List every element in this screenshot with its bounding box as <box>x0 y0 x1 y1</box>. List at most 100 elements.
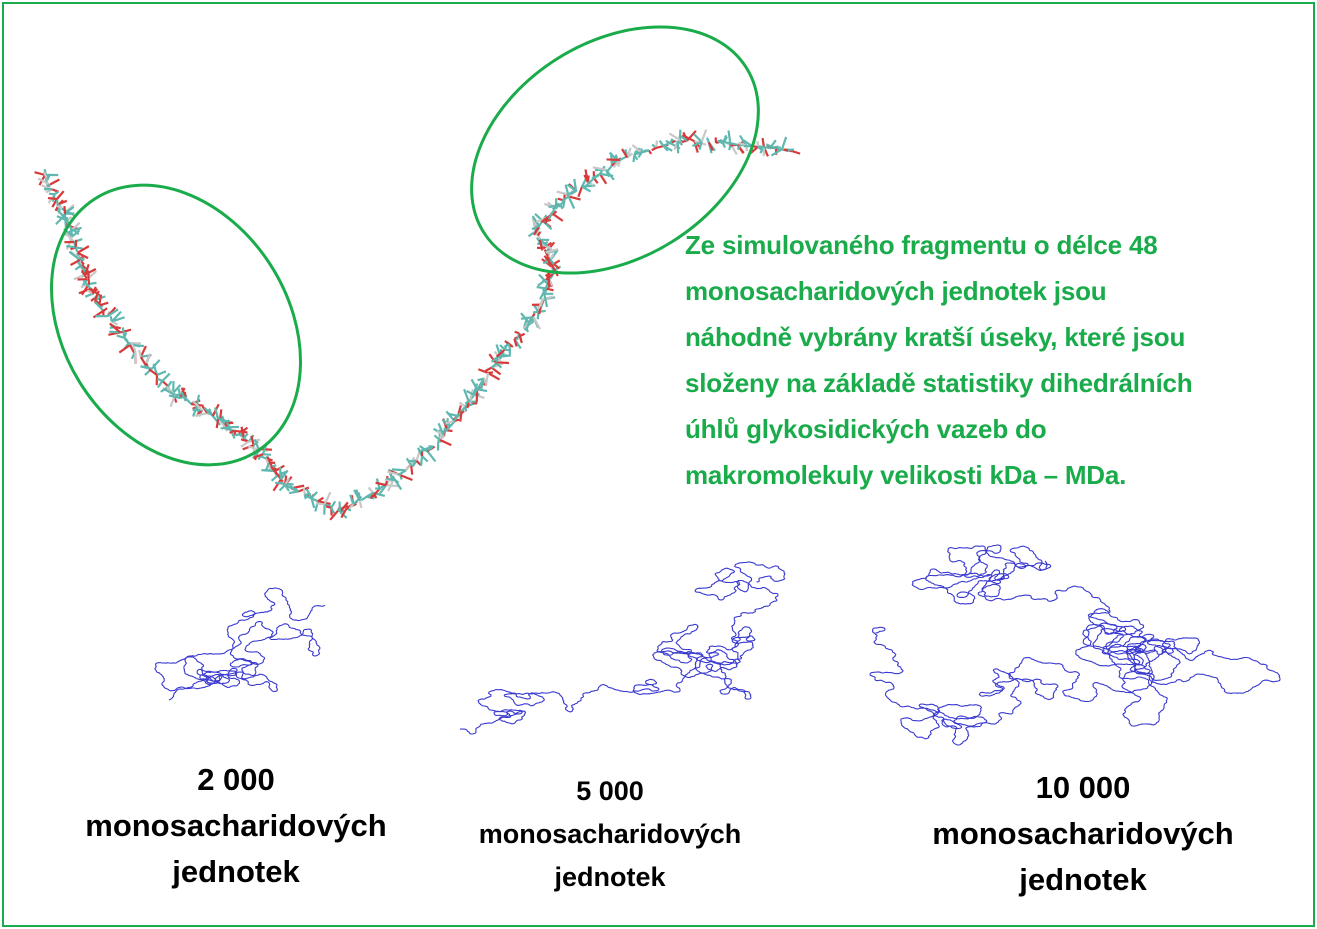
atom-bond <box>548 203 561 209</box>
atom-bond <box>626 147 632 158</box>
atom-bond <box>758 145 771 150</box>
description-line: makromolekuly velikosti kDa – MDa. <box>685 460 1127 490</box>
atom-bond <box>229 429 235 434</box>
atom-bond <box>537 298 544 310</box>
label-suffix: jednotek <box>554 862 666 892</box>
atom-bond <box>349 494 355 505</box>
atom-bond <box>86 270 91 285</box>
atom-bond <box>211 415 221 426</box>
atom-bond <box>668 132 681 141</box>
atom-bond <box>495 361 510 365</box>
atom-bond <box>266 456 274 468</box>
atom-bond <box>378 484 388 495</box>
atom-bond <box>66 245 76 249</box>
atom-bond <box>584 169 590 183</box>
atom-bond <box>58 199 64 205</box>
atom-bond <box>339 501 349 513</box>
atom-bond <box>82 279 92 290</box>
atom-bond <box>148 368 158 376</box>
atom-bond <box>183 396 193 405</box>
atom-bond <box>531 215 541 227</box>
atom-bond <box>550 208 556 214</box>
atom-bond <box>215 418 220 429</box>
atom-bond <box>676 140 680 154</box>
atom-bond <box>91 286 97 295</box>
atom-bond <box>98 301 109 307</box>
atom-bond <box>250 435 255 446</box>
atom-bond <box>567 195 576 209</box>
atom-bond <box>253 438 260 450</box>
atom-bond <box>305 488 313 499</box>
atom-bond <box>647 149 653 155</box>
atom-bond <box>722 143 726 149</box>
atom-bond <box>635 149 650 156</box>
atom-bond <box>172 384 182 394</box>
atom-bond <box>76 261 85 271</box>
label-count: 10 000 <box>1035 770 1131 805</box>
atom-bond <box>367 486 374 494</box>
atom-bond <box>391 475 396 481</box>
atom-bond <box>397 469 407 477</box>
atom-bond <box>633 154 639 161</box>
atom-bond <box>145 353 152 364</box>
atom-bond <box>222 426 235 432</box>
atom-bond <box>138 349 142 358</box>
atom-bond <box>305 495 319 503</box>
atom-bond <box>340 507 348 519</box>
atom-bond <box>109 330 121 334</box>
atom-bond <box>459 411 463 422</box>
atom-bond <box>130 342 137 352</box>
atom-bond <box>161 380 169 387</box>
atom-bond <box>323 491 332 505</box>
atom-bond <box>56 190 65 200</box>
atom-bond <box>527 317 534 324</box>
highlight-ellipse-right <box>470 25 760 275</box>
atom-bond <box>161 372 171 382</box>
atom-bond <box>139 345 147 358</box>
atom-bond <box>508 343 514 348</box>
random-coil-5000 <box>459 561 786 735</box>
atom-bond <box>69 228 74 237</box>
atom-bond <box>410 465 414 475</box>
atom-bond <box>69 259 81 267</box>
atom-bond <box>577 186 584 198</box>
atom-bond <box>536 285 546 290</box>
description-line: složeny na základě statistiky dihedrální… <box>685 368 1193 398</box>
atom-bond <box>192 406 198 417</box>
atom-bond <box>284 477 290 486</box>
atom-bond <box>224 421 234 425</box>
atom-bond <box>329 510 339 521</box>
atom-bond <box>119 328 132 334</box>
atom-bond <box>446 412 459 418</box>
atom-bond <box>658 139 665 147</box>
atom-bond <box>56 204 63 210</box>
atom-bond <box>727 141 738 146</box>
atom-bond <box>547 277 551 288</box>
atom-bond <box>384 478 394 483</box>
atom-bond <box>566 183 577 192</box>
atom-bond <box>621 148 629 159</box>
atom-bond <box>235 433 240 437</box>
atom-bond <box>78 287 92 295</box>
label-count: 2 000 <box>197 762 275 797</box>
atom-bond <box>545 248 559 254</box>
atom-bond <box>168 394 181 400</box>
atom-bond <box>324 503 332 508</box>
atom-bond <box>386 484 400 488</box>
atom-bond <box>433 434 441 441</box>
atom-bond <box>566 189 577 196</box>
atom-bond <box>545 287 554 292</box>
atom-bond <box>445 419 455 425</box>
atom-bond <box>279 471 283 480</box>
atom-bond <box>599 173 608 185</box>
atom-bond <box>415 451 421 462</box>
atom-bond <box>532 316 542 330</box>
atom-bond <box>63 206 67 216</box>
atom-bond <box>525 322 530 331</box>
atom-bond <box>118 344 131 354</box>
atom-bond <box>253 453 264 459</box>
atom-bond <box>463 388 470 402</box>
atom-bond <box>243 432 249 439</box>
atom-bond <box>375 487 380 491</box>
atom-bond <box>115 325 122 330</box>
